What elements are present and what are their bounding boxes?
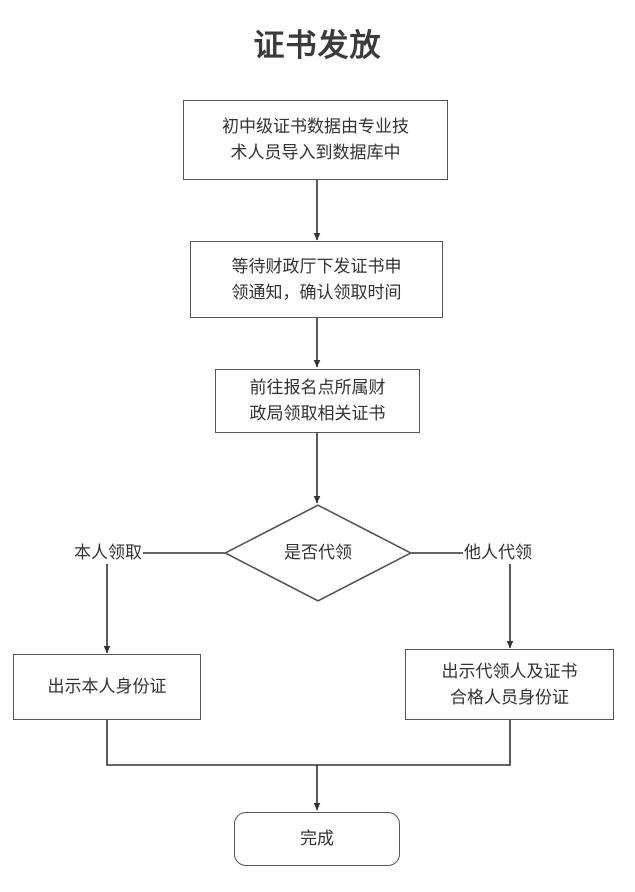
edge-label-left: 本人领取 bbox=[73, 542, 143, 564]
node-step2-label: 等待财政厅下发证书申 领通知，确认领取时间 bbox=[231, 256, 402, 303]
node-decision[interactable]: 是否代领 bbox=[224, 504, 412, 602]
diamond-shape bbox=[224, 504, 412, 602]
node-end-label: 完成 bbox=[300, 829, 334, 849]
page-title: 证书发放 bbox=[253, 28, 382, 64]
node-end[interactable]: 完成 bbox=[234, 812, 400, 866]
node-branch-self[interactable]: 出示本人身份证 bbox=[13, 654, 201, 720]
node-decision-label: 是否代领 bbox=[284, 543, 352, 563]
connector-decision-left bbox=[103, 552, 225, 654]
node-step3-label: 前往报名点所属财 政局领取相关证书 bbox=[249, 378, 386, 424]
node-step1-label: 初中级证书数据由专业技 术人员导入到数据库中 bbox=[222, 117, 409, 163]
node-step1[interactable]: 初中级证书数据由专业技 术人员导入到数据库中 bbox=[183, 100, 448, 180]
connector-left-merge bbox=[106, 720, 511, 766]
connector-decision-right bbox=[411, 552, 514, 649]
node-step3[interactable]: 前往报名点所属财 政局领取相关证书 bbox=[215, 369, 420, 433]
node-step2[interactable]: 等待财政厅下发证书申 领通知，确认领取时间 bbox=[190, 241, 443, 318]
node-branch-proxy-label: 出示代领人及证书 合格人员身份证 bbox=[441, 661, 578, 708]
edge-label-right: 他人代领 bbox=[463, 542, 533, 564]
node-branch-self-label: 出示本人身份证 bbox=[47, 677, 167, 697]
node-branch-proxy[interactable]: 出示代领人及证书 合格人员身份证 bbox=[405, 649, 614, 720]
